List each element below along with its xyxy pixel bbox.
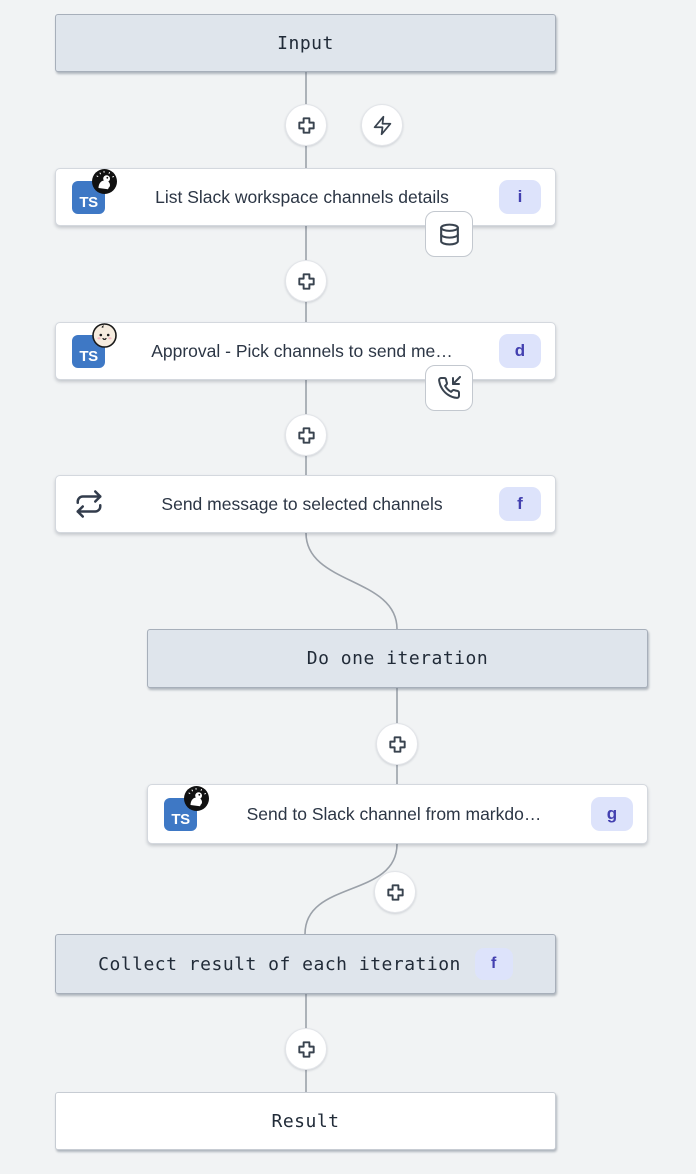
deno-logo [183,785,210,812]
bun-logo [91,322,118,349]
flow-result-node[interactable]: Result [55,1092,556,1150]
step-id-badge: d [499,334,541,368]
add-step-button-6[interactable] [285,1028,327,1070]
add-step-button-1[interactable] [285,104,327,146]
step-title: List Slack workspace channels details [155,186,449,207]
add-step-button-5[interactable] [374,871,416,913]
zap-icon [372,115,393,136]
plus-icon [386,733,409,756]
database-icon [425,211,473,257]
add-step-button-2[interactable] [285,260,327,302]
plus-icon [384,881,407,904]
forloop-collect-label: Collect result of each iteration [98,953,461,975]
step-node-send-to-slack-channel[interactable]: TS Send to Slack channel from markdo… g [147,784,648,844]
repeat-icon [72,488,105,521]
flow-input-label: Input [277,32,334,54]
typescript-logo: TS [72,168,117,214]
flow-result-label: Result [271,1110,340,1132]
forloop-iteration-label: Do one iteration [306,648,489,669]
phone-incoming-icon [425,365,473,411]
step-title: Send to Slack channel from markdo… [246,803,542,824]
plus-icon [295,270,318,293]
flow-input-node[interactable]: Input [55,14,556,72]
plus-icon [295,424,318,447]
step-id-badge: i [499,180,541,214]
typescript-logo: TS [164,785,209,831]
deno-logo [91,168,118,195]
step-title: Send message to selected channels [161,493,443,514]
plus-icon [295,1038,318,1061]
step-id-badge: f [499,487,541,521]
forloop-collect-node[interactable]: Collect result of each iteration f [55,934,556,994]
forloop-iteration-node[interactable]: Do one iteration [147,629,648,688]
step-id-badge: g [591,797,633,831]
add-step-button-4[interactable] [376,723,418,765]
step-id-badge: f [474,948,513,980]
typescript-logo: TS [72,322,117,368]
step-node-list-slack-channels[interactable]: TS List Slack workspace channels details… [55,168,556,226]
add-trigger-button[interactable] [361,104,403,146]
step-title: Approval - Pick channels to send me… [151,340,453,361]
add-step-button-3[interactable] [285,414,327,456]
step-node-send-message-forloop[interactable]: Send message to selected channels f [55,475,556,533]
plus-icon [295,114,318,137]
step-node-approval-pick-channels[interactable]: TS Approval - Pick channels to send me… … [55,322,556,380]
